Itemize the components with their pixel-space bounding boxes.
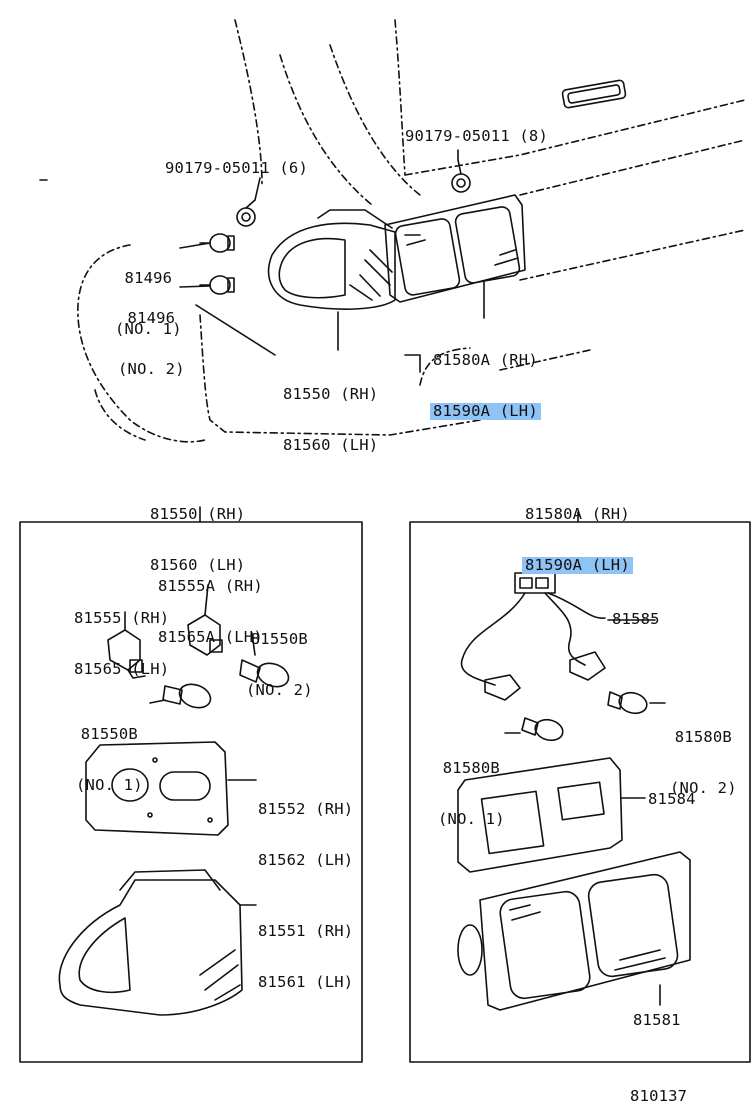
left-lens-lh: 81561 (LH) (258, 973, 354, 991)
left-socket-a-lh: 81565A (LH) (158, 628, 263, 646)
right-bulb-no2-label: 81580B (NO. 2) (670, 695, 737, 814)
left-box-header: 81550 (RH) 81560 (LH) (150, 472, 245, 591)
left-socket-rh: 81555 (RH) (74, 609, 170, 627)
left-bulb-no1-label: 81550B (NO. 1) (76, 692, 143, 811)
left-sockets (107, 584, 223, 679)
socket-no1-label: 81496 (NO. 1) (115, 236, 182, 355)
overview-outer-lamp-label: 81550 (RH) 81560 (LH) (283, 352, 378, 471)
left-bulb-no2-part: 81550B (250, 630, 308, 648)
overview-inner-lamp-lh-highlight[interactable]: 81590A (LH) (430, 403, 541, 420)
left-bulbs (149, 632, 290, 709)
right-gasket-label: 81584 (648, 790, 696, 808)
right-header-rh: 81580A (RH) (525, 505, 630, 523)
overview-outer-lamp-lh: 81560 (LH) (283, 436, 379, 454)
socket-no1-part: 81496 (124, 269, 173, 287)
right-gasket (457, 757, 646, 873)
socket-no2-label: 81496 (NO. 2) (118, 276, 185, 395)
right-header-lh-highlight[interactable]: 81590A (LH) (522, 557, 633, 574)
overview-inner-lamp-label: 81580A (RH) 81590A (LH) (430, 318, 541, 437)
overview-inner-lamp-rh: 81580A (RH) (433, 351, 538, 369)
left-socket-a-label: 81555A (RH) 81565A (LH) (158, 544, 263, 663)
left-gasket (85, 741, 257, 836)
right-bulb-no2-part: 81580B (674, 728, 732, 746)
socket-no2-part: 81496 (127, 309, 176, 327)
right-bulbs (504, 691, 666, 742)
right-box-header: 81580A (RH) 81590A (LH) (522, 472, 633, 591)
left-socket-a-rh: 81555A (RH) (158, 577, 263, 595)
left-bulb-no1-part: 81550B (80, 725, 138, 743)
left-detail-frame (19, 521, 363, 1063)
right-bulb-no2-note: (NO. 2) (670, 779, 737, 797)
left-gasket-lh: 81562 (LH) (258, 851, 354, 869)
grommet-icon (236, 159, 471, 227)
left-gasket-rh: 81552 (RH) (258, 800, 354, 818)
right-lens-label: 81581 (633, 1011, 681, 1029)
clip-grommet-8-label: 90179-05011 (8) (405, 127, 548, 145)
left-bulb-no2-note: (NO. 2) (246, 681, 313, 699)
left-header-rh: 81550 (RH) (150, 505, 246, 523)
left-header-lh: 81560 (LH) (150, 556, 246, 574)
left-socket-lh: 81565 (LH) (74, 660, 170, 678)
left-lens (58, 869, 257, 1016)
socket-no2-note: (NO. 2) (118, 360, 185, 378)
right-wire-label: 81585 (612, 610, 660, 628)
left-socket-label: 81555 (RH) 81565 (LH) (74, 576, 169, 695)
left-lens-rh: 81551 (RH) (258, 922, 354, 940)
right-detail-frame (409, 521, 751, 1063)
diagram-code: 810137 (630, 1087, 688, 1105)
socket-no1-note: (NO. 1) (115, 320, 182, 338)
overview-outer-lamp-rh: 81550 (RH) (283, 385, 379, 403)
left-gasket-label: 81552 (RH) 81562 (LH) (258, 767, 353, 886)
roof-marker (561, 79, 627, 109)
left-lens-label: 81551 (RH) 81561 (LH) (258, 889, 353, 1008)
leader-lines (179, 149, 579, 523)
vehicle-body-outline (39, 19, 746, 443)
right-bulb-no1-note: (NO. 1) (438, 810, 505, 828)
left-bulb-no1-note: (NO. 1) (76, 776, 143, 794)
left-bulb-no2-label: 81550B (NO. 2) (246, 597, 313, 716)
overview-inner-lamp (384, 194, 526, 303)
overview-outer-lamp (267, 209, 396, 310)
right-wire-harness (460, 572, 656, 701)
right-bulb-no1-part: 81580B (442, 759, 500, 777)
right-bulb-no1-label: 81580B (NO. 1) (438, 726, 505, 845)
socket-icon (199, 233, 235, 295)
clip-grommet-6-label: 90179-05011 (6) (165, 159, 308, 177)
right-lens (457, 851, 691, 1011)
